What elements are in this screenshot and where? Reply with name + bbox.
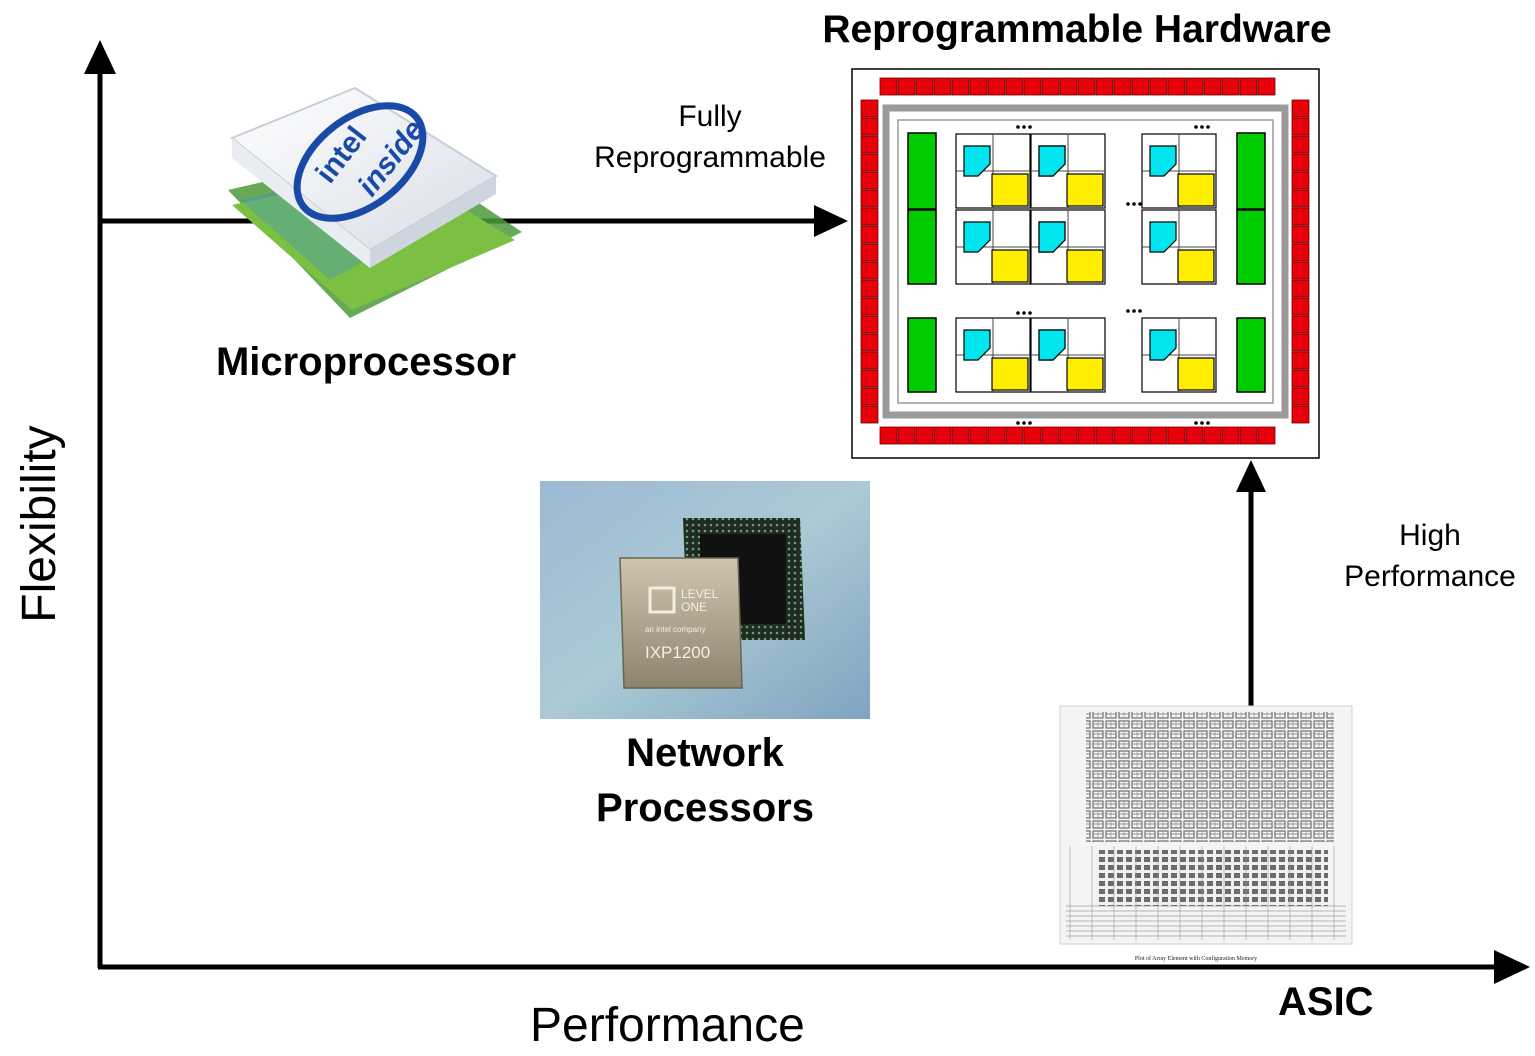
svg-text:IXP1200: IXP1200 [645,643,710,662]
x-axis-label: Performance [530,999,805,1052]
fully-reprogrammable-label-line1: Fully [678,100,742,133]
high-performance-label-line1: High [1399,519,1461,552]
asic-label: ASIC [1278,980,1374,1024]
network-processors-label-line1: Network [626,731,784,775]
fpga-diagram [851,68,1320,459]
svg-text:Plot of Array Element with Con: Plot of Array Element with Configuration… [1135,955,1257,962]
svg-text:an intel company: an intel company [645,625,705,634]
svg-text:LEVEL: LEVEL [681,587,719,601]
high-performance-arrowhead [1236,460,1266,492]
y-axis-label: Flexibility [13,425,66,623]
microprocessor-label: Microprocessor [215,340,517,384]
fully-reprogrammable-label-line2: Reprogrammable [594,141,826,174]
high-performance-label-line2: Performance [1344,560,1516,593]
svg-text:ONE: ONE [681,600,707,614]
fpga-fabric [907,125,1266,425]
network-processors-label-line2: Processors [596,786,814,830]
reprogrammable-hardware-label: Reprogrammable Hardware [822,8,1332,51]
fpga-io-pads [860,77,1310,445]
network-processor-image: LEVEL ONE an intel company IXP1200 [540,481,870,719]
y-axis-arrowhead [84,40,116,74]
microprocessor-chip-image: intel inside [228,86,522,318]
fully-reprogrammable-arrowhead [814,205,848,237]
x-axis-arrowhead [1494,950,1530,984]
asic-die-image: Plot of Array Element with Configuration… [1059,705,1353,962]
